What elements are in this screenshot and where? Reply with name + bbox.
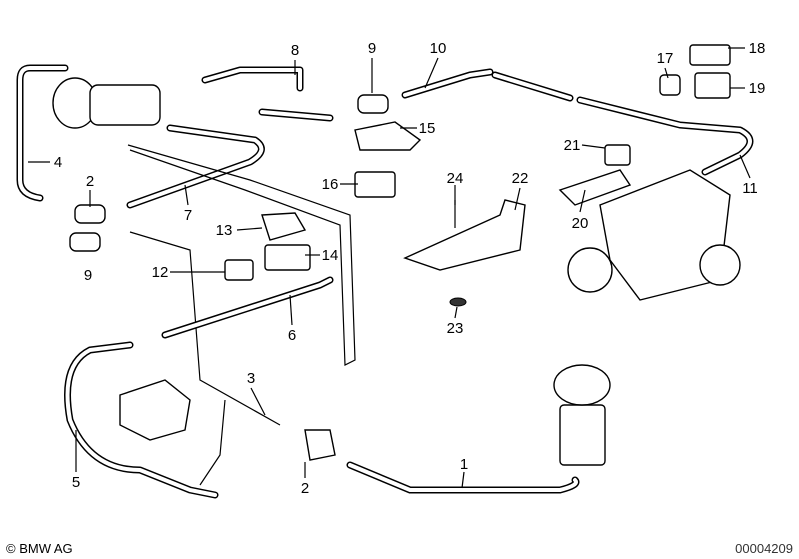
callout-label: 7	[184, 207, 192, 224]
callout-label: 19	[749, 80, 766, 97]
callout-label: 17	[657, 50, 674, 67]
leader-lines	[28, 47, 751, 489]
callout-label: 13	[216, 222, 233, 239]
callout-label: 23	[447, 320, 464, 337]
callout-label: 16	[322, 176, 339, 193]
callout-label: 12	[152, 264, 169, 281]
callout-label: 5	[72, 474, 80, 491]
callout-label: 9	[368, 40, 376, 57]
components	[52, 44, 741, 466]
callout-label: 20	[572, 215, 589, 232]
diagram-number: 00004209	[735, 541, 793, 556]
callout-label: 21	[564, 137, 581, 154]
callout-label: 24	[447, 170, 464, 187]
callout-label: 9	[84, 267, 92, 284]
callout-label: 2	[86, 173, 94, 190]
callout-label: 3	[247, 370, 255, 387]
callout-label: 18	[749, 40, 766, 57]
hose-lines	[16, 64, 754, 499]
callout-label: 10	[430, 40, 447, 57]
callout-label: 8	[291, 42, 299, 59]
callout-label: 2	[301, 480, 309, 497]
copyright-text: © BMW AG	[6, 541, 73, 556]
callout-label: 14	[322, 247, 339, 264]
callout-label: 11	[742, 180, 758, 197]
callout-label: 1	[460, 456, 468, 473]
callout-label: 6	[288, 327, 296, 344]
callout-label: 22	[512, 170, 529, 187]
callout-label: 4	[54, 154, 62, 171]
callout-label: 15	[419, 120, 436, 137]
